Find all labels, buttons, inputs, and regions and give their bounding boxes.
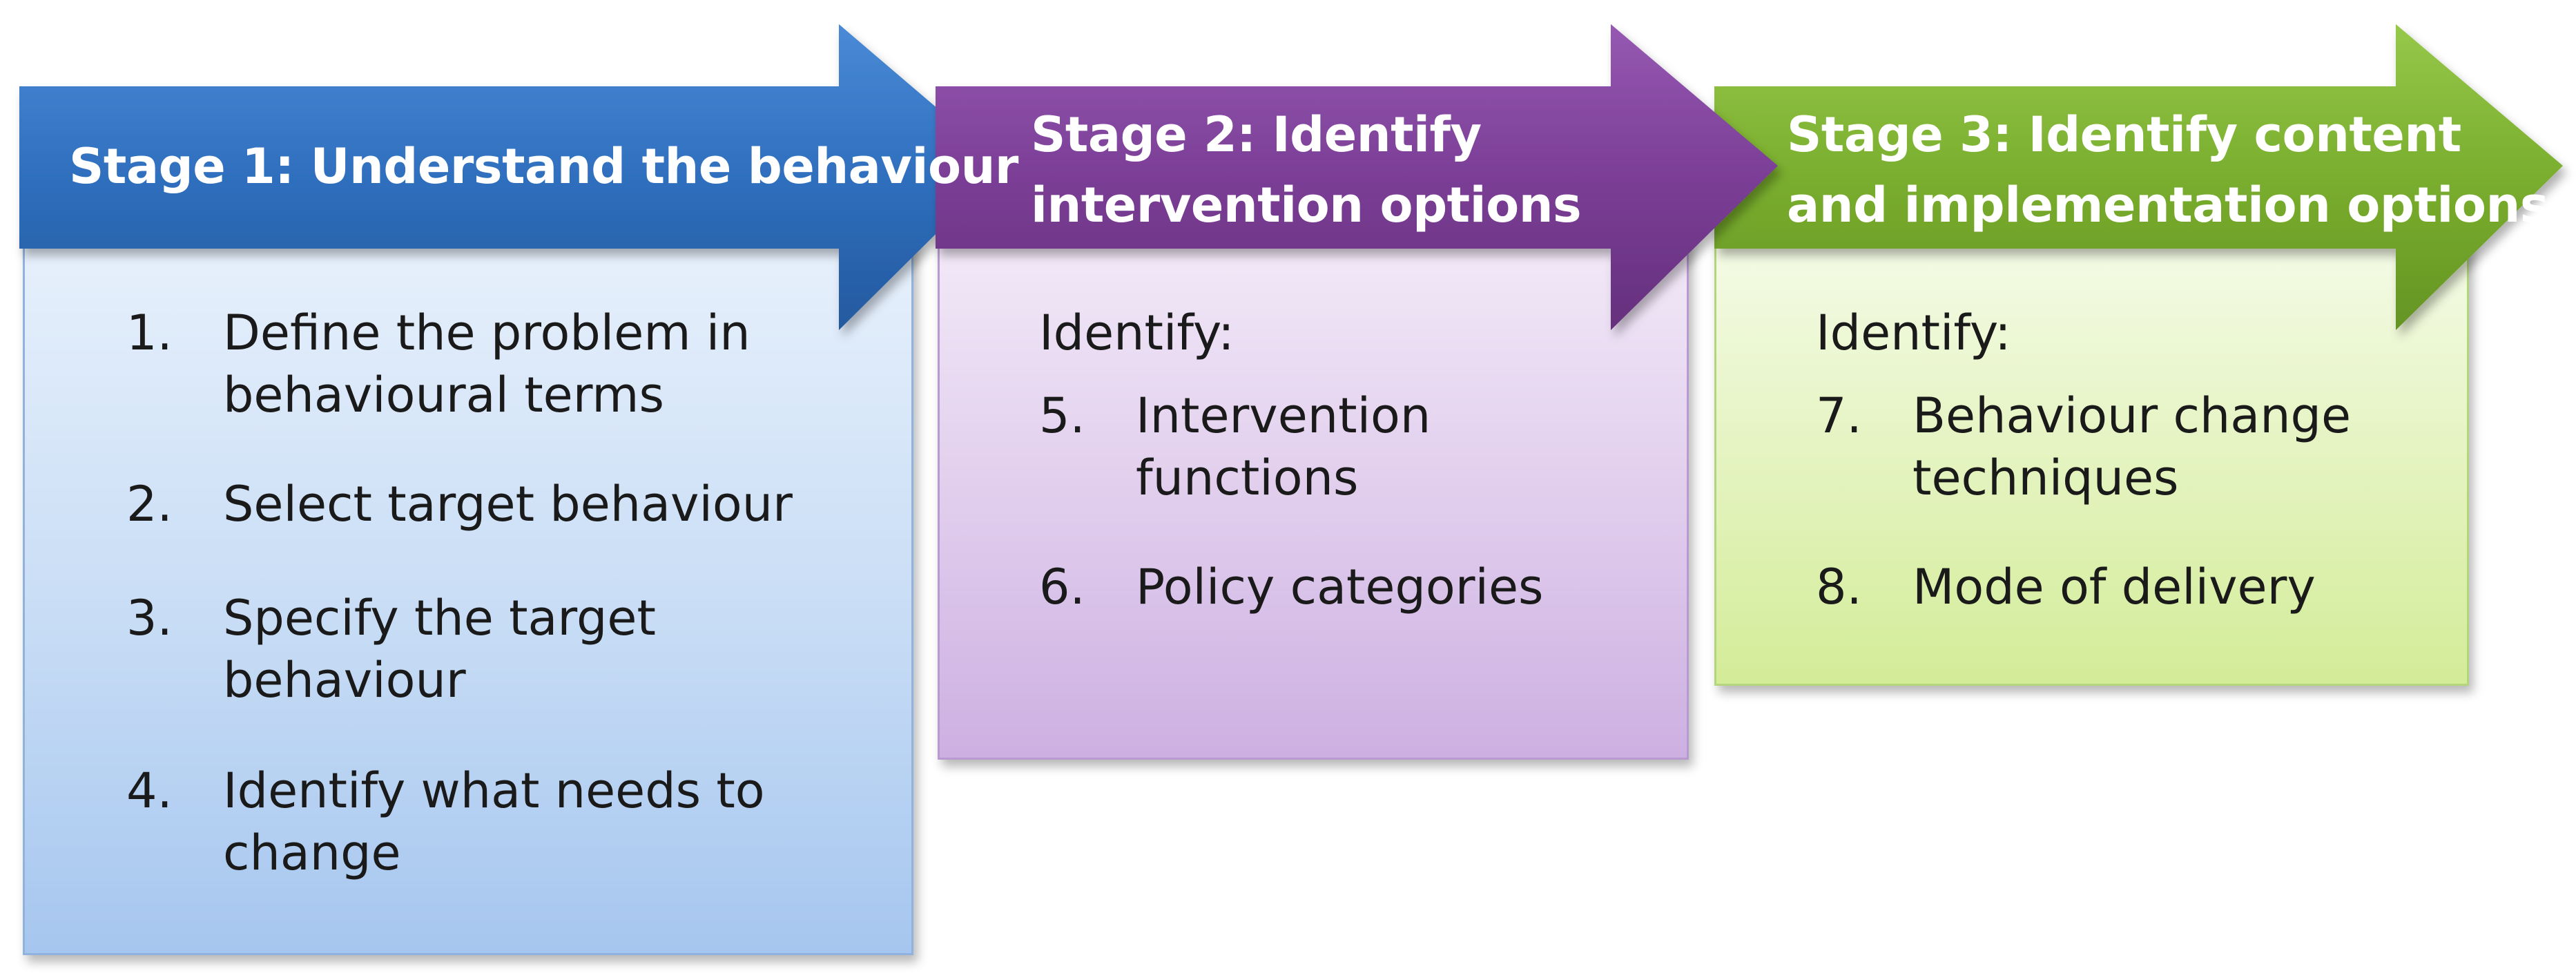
item-text: Select target behaviour	[223, 473, 793, 535]
item-text-line: behaviour	[223, 652, 466, 709]
stage-2-title-line: Stage 2: Identify	[1031, 106, 1482, 163]
item-text: Identify what needs to change	[223, 760, 765, 884]
item-text-line: Identify what needs to	[223, 762, 765, 819]
item-number: 4.	[126, 762, 173, 819]
item-number: 7.	[1816, 387, 1862, 444]
item-text: Mode of delivery	[1912, 556, 2316, 618]
stage-3-title-line: Stage 3: Identify content	[1787, 106, 2461, 163]
item-text-line: functions	[1136, 450, 1359, 506]
stage-2-title: Stage 2: Identify intervention options	[1031, 99, 1582, 240]
item-text: Behaviour change techniques	[1912, 385, 2351, 509]
item-text: Specify the target behaviour	[223, 587, 656, 711]
item-text: Policy categories	[1136, 556, 1544, 618]
item-text-line: Intervention	[1136, 387, 1431, 444]
stage-2-intro: Identify:	[1039, 305, 1234, 361]
stage-3-title: Stage 3: Identify content and implementa…	[1787, 99, 2549, 240]
item-text-line: change	[223, 825, 401, 881]
item-number: 1.	[126, 305, 173, 361]
item-number: 3.	[126, 590, 173, 646]
item-number: 5.	[1039, 387, 1085, 444]
item-text-line: Behaviour change	[1912, 387, 2352, 444]
item-number: 2.	[126, 476, 173, 532]
item-text-line: Select target behaviour	[223, 476, 793, 532]
item-number: 8.	[1816, 559, 1862, 615]
stage-3-title-line: and implementation options	[1787, 177, 2549, 233]
stage-1-title: Stage 1: Understand the behaviour	[69, 131, 1018, 202]
item-text-line: Specify the target	[223, 590, 656, 646]
item-text-line: Policy categories	[1136, 559, 1544, 615]
item-text-line: Define the problem in	[223, 305, 750, 361]
item-text-line: Mode of delivery	[1912, 559, 2316, 615]
stage-3-intro: Identify:	[1816, 305, 2011, 361]
stage-1-box	[23, 228, 913, 955]
stage-1-title-line: Stage 1: Understand the behaviour	[69, 138, 1018, 195]
stage-2-title-line: intervention options	[1031, 177, 1582, 233]
item-text-line: techniques	[1912, 450, 2179, 506]
item-text: Define the problem in behavioural terms	[223, 302, 750, 426]
item-text: Intervention functions	[1136, 385, 1431, 509]
item-text-line: behavioural terms	[223, 367, 664, 423]
item-number: 6.	[1039, 559, 1085, 615]
